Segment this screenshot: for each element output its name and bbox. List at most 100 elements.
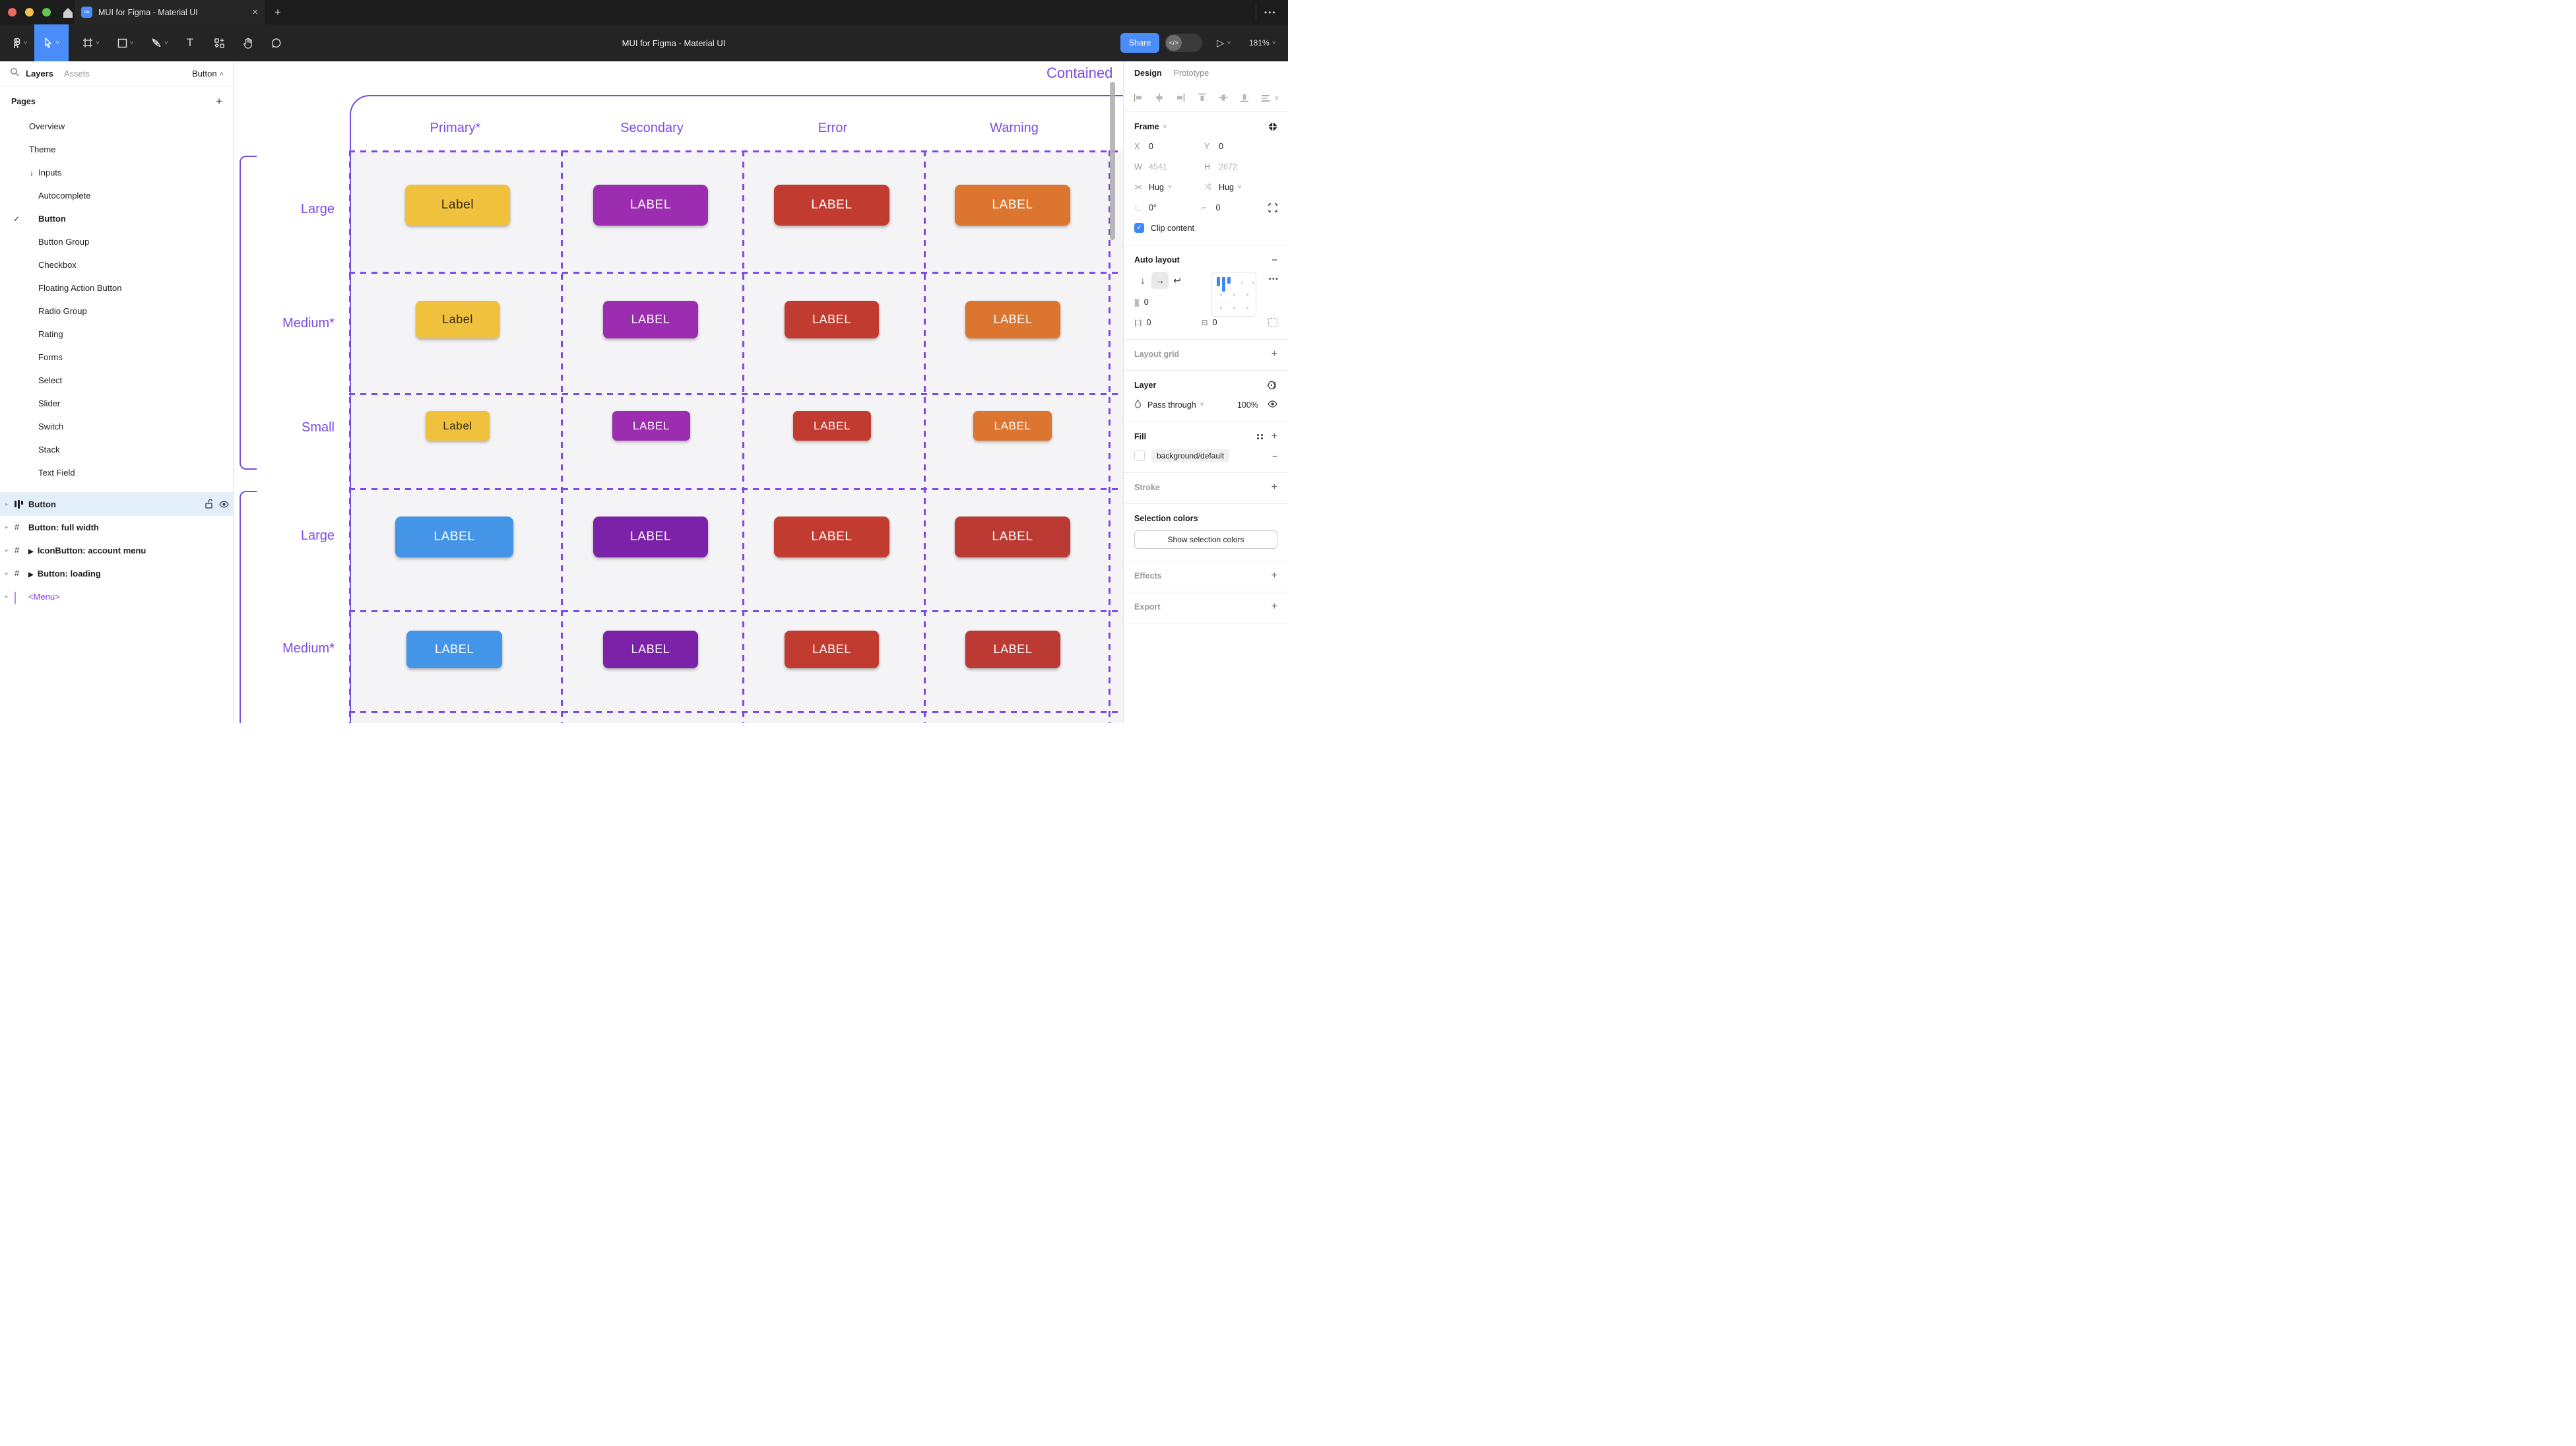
gap-field[interactable]: 0 (1143, 297, 1149, 307)
corner-radius-field[interactable]: ⌐0 (1201, 203, 1221, 212)
contained-button-error-medium[interactable]: LABEL (785, 301, 879, 338)
contained-button-primary-large[interactable]: Label (405, 185, 510, 226)
contained-button-warning-large-alt[interactable]: LABEL (955, 517, 1070, 557)
frame-tool-button[interactable]: ˅ (75, 24, 107, 61)
pen-tool-button[interactable]: ˅ (144, 24, 176, 61)
window-close-button[interactable] (8, 8, 16, 16)
window-zoom-button[interactable] (42, 8, 51, 16)
expand-chevron-icon[interactable]: ▸ (5, 593, 9, 600)
auto-layout-alignment-grid[interactable] (1211, 272, 1256, 317)
contained-button-primary-medium-alt[interactable]: LABEL (406, 631, 502, 668)
clip-content-row[interactable]: ✓ Clip content (1134, 218, 1277, 238)
direction-down-button[interactable]: ↓ (1140, 275, 1145, 286)
main-menu-button[interactable]: ˅ (5, 24, 33, 61)
independent-corners-icon[interactable] (1268, 203, 1277, 212)
wrap-button[interactable]: ↩ (1173, 274, 1181, 286)
frame-title[interactable]: Contained (1046, 65, 1113, 81)
layer-row-menu-component[interactable]: ▸ <Menu> (0, 585, 233, 608)
align-bottom-icon[interactable] (1239, 92, 1250, 105)
contained-button-warning-medium[interactable]: LABEL (965, 301, 1060, 338)
page-item-checkbox[interactable]: Checkbox (38, 260, 77, 270)
fill-color-swatch[interactable] (1134, 451, 1145, 461)
fill-style-chip[interactable]: background/default (1151, 449, 1230, 462)
page-item-text-field[interactable]: Text Field (38, 468, 75, 478)
move-tool-button[interactable]: ˅ (34, 24, 69, 61)
contained-button-secondary-medium-alt[interactable]: LABEL (603, 631, 698, 668)
window-minimize-button[interactable] (25, 8, 34, 16)
home-icon[interactable] (61, 5, 75, 20)
contained-button-secondary-large-alt[interactable]: LABEL (593, 517, 708, 557)
contained-button-warning-large[interactable]: LABEL (955, 185, 1070, 226)
add-export-button[interactable]: + (1271, 601, 1277, 612)
component-dropdown[interactable]: Button˄ (191, 69, 224, 79)
tab-design[interactable]: Design (1134, 69, 1162, 78)
page-item-overview[interactable]: Overview (29, 121, 65, 131)
opacity-field[interactable]: 100% (1237, 400, 1258, 410)
expand-chevron-icon[interactable]: ▸ (5, 547, 9, 553)
frame-section-title[interactable]: Frame (1134, 122, 1159, 131)
layer-row-button[interactable]: ▸ Button (0, 493, 233, 516)
styles-icon[interactable] (1256, 434, 1264, 439)
distribute-icon[interactable]: ˅ (1262, 94, 1279, 102)
add-fill-button[interactable]: + (1271, 431, 1277, 442)
add-stroke-button[interactable]: + (1271, 482, 1277, 493)
contained-button-error-large-alt[interactable]: LABEL (774, 517, 889, 557)
page-item-button-group[interactable]: Button Group (38, 237, 90, 247)
align-left-icon[interactable] (1133, 92, 1143, 105)
layer-row-button-full-width[interactable]: ▸ # Button: full width (5, 522, 99, 532)
dev-mode-toggle[interactable]: </> (1165, 34, 1202, 52)
align-h-center-icon[interactable] (1154, 92, 1165, 105)
canvas[interactable]: Contained Primary* Secondary Error Warni… (234, 61, 1123, 723)
contained-button-error-large[interactable]: LABEL (774, 185, 889, 226)
align-right-icon[interactable] (1175, 92, 1186, 105)
contained-button-primary-large-alt[interactable]: LABEL (395, 517, 513, 557)
chevron-down-icon[interactable]: ˅ (1227, 39, 1231, 47)
page-item-autocomplete[interactable]: Autocomplete (38, 191, 91, 201)
present-button[interactable]: ▷ ˅ (1217, 24, 1231, 61)
page-item-select[interactable]: Select (38, 375, 63, 385)
contained-button-error-small[interactable]: LABEL (793, 411, 871, 441)
browser-tab[interactable]: ✑ MUI for Figma - Material UI × (75, 0, 265, 24)
unlock-icon[interactable] (205, 499, 213, 512)
layer-row-iconbutton-account-menu[interactable]: ▸ # ▶IconButton: account menu (5, 545, 146, 555)
page-item-slider[interactable]: Slider (38, 398, 61, 408)
page-item-switch[interactable]: Switch (38, 422, 64, 431)
align-top-icon[interactable] (1197, 92, 1208, 105)
vertical-resizing-dropdown[interactable]: ⤨Hug˅ (1204, 182, 1242, 192)
expand-chevron-icon[interactable]: ▸ (5, 501, 9, 507)
tab-assets[interactable]: Assets (63, 69, 90, 79)
expand-chevron-icon[interactable]: ▸ (5, 524, 9, 530)
add-page-button[interactable]: + (216, 95, 222, 108)
tab-layers[interactable]: Layers (26, 69, 53, 79)
tab-prototype[interactable]: Prototype (1173, 69, 1209, 78)
remove-fill-icon[interactable]: − (1272, 451, 1277, 461)
page-item-forms[interactable]: Forms (38, 352, 63, 362)
shrink-icon[interactable] (1268, 122, 1277, 131)
page-item-theme[interactable]: Theme (29, 144, 56, 154)
contained-button-primary-medium[interactable]: Label (416, 301, 499, 338)
page-item-button[interactable]: ✓Button (13, 214, 66, 224)
eye-icon[interactable] (219, 499, 229, 511)
horizontal-resizing-dropdown[interactable]: ><Hug˅ (1134, 182, 1172, 192)
page-item-fab[interactable]: Floating Action Button (38, 283, 122, 293)
blend-mode-icon[interactable] (1267, 380, 1277, 391)
zoom-menu[interactable]: 181% ˅ (1249, 24, 1276, 61)
vertical-padding-field[interactable]: ⊟0 (1201, 317, 1217, 327)
page-item-rating[interactable]: Rating (38, 329, 63, 339)
blend-mode-dropdown[interactable]: Pass through (1147, 400, 1196, 410)
contained-button-error-medium-alt[interactable]: LABEL (785, 631, 879, 668)
comment-tool-button[interactable] (263, 24, 289, 61)
fill-style-row[interactable]: background/default − (1134, 446, 1277, 466)
page-item-inputs[interactable]: ↓Inputs (30, 168, 62, 177)
shape-tool-button[interactable]: ˅ (110, 24, 141, 61)
resources-tool-button[interactable] (206, 24, 232, 61)
individual-padding-icon[interactable] (1268, 317, 1277, 327)
layer-row-button-loading[interactable]: ▸ # ▶Button: loading (5, 568, 101, 579)
contained-button-secondary-medium[interactable]: LABEL (603, 301, 698, 338)
contained-button-secondary-small[interactable]: LABEL (612, 411, 690, 441)
align-v-center-icon[interactable] (1218, 92, 1229, 105)
auto-layout-more-icon[interactable]: ••• (1268, 276, 1279, 283)
checkbox-checked-icon[interactable]: ✓ (1134, 223, 1144, 233)
direction-right-button[interactable]: → (1151, 272, 1169, 289)
